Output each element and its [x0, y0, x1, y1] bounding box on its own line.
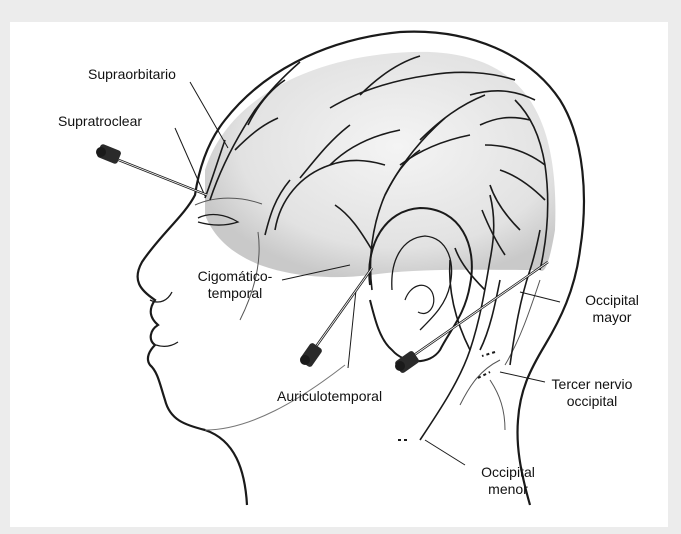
label-auriculotemporal: Auriculotemporal	[277, 388, 382, 405]
label-occipital-menor: Occipital menor	[468, 464, 548, 498]
ear-inner-2	[405, 285, 434, 313]
neck-line-1	[460, 360, 500, 405]
label-occipital-menor-line1: Occipital	[468, 464, 548, 481]
label-occipital-mayor-line1: Occipital	[572, 292, 652, 309]
label-tercer-nervio-occipital: Tercer nervio occipital	[537, 376, 647, 410]
label-supratroclear: Supratroclear	[58, 113, 142, 130]
neck-line-2	[490, 380, 505, 430]
label-cigomatico-temporal: Cigomático- temporal	[183, 268, 287, 302]
needle-icon	[299, 268, 372, 368]
label-cigomatico-line2: temporal	[183, 285, 287, 302]
label-tercer-line2: occipital	[537, 393, 647, 410]
label-supraorbitario: Supraorbitario	[88, 66, 176, 83]
needle-icon	[96, 143, 207, 195]
label-occipital-mayor-line2: mayor	[572, 309, 652, 326]
label-occipital-mayor: Occipital mayor	[572, 292, 652, 326]
label-occipital-menor-line2: menor	[468, 481, 548, 498]
nose-line	[150, 292, 172, 302]
mouth-line	[156, 342, 178, 346]
label-cigomatico-line1: Cigomático-	[183, 268, 287, 285]
label-tercer-line1: Tercer nervio	[537, 376, 647, 393]
